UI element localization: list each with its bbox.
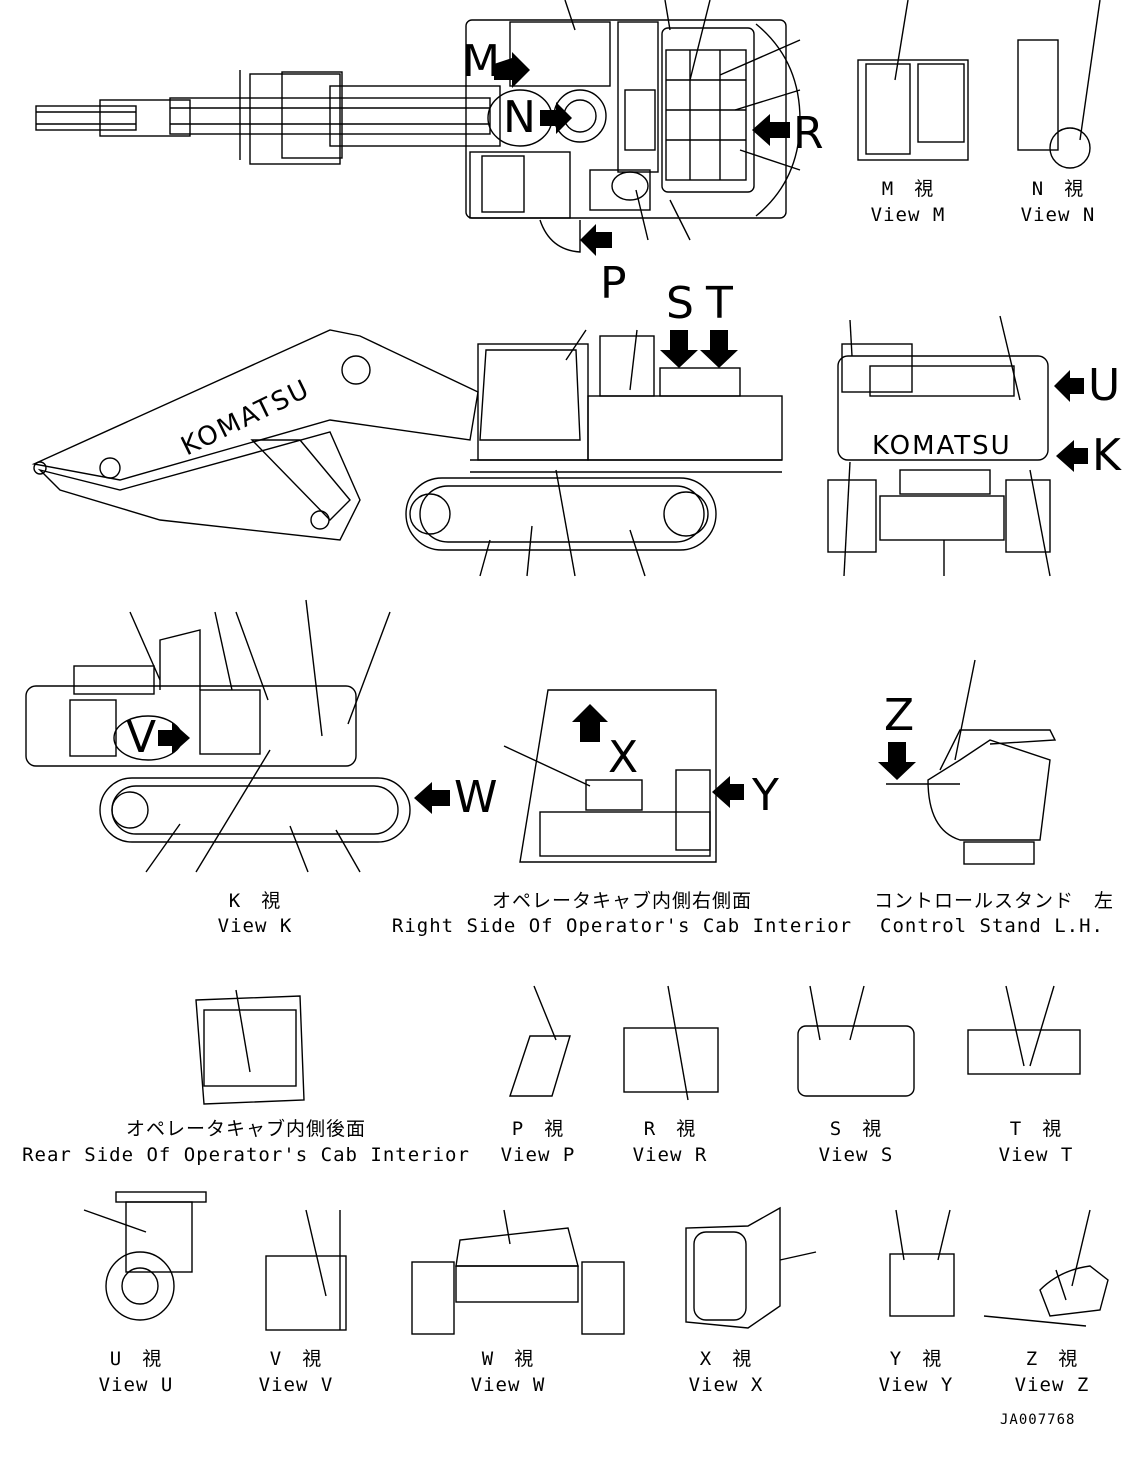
view-n-drawing [1017, 0, 1101, 169]
caption-view-n-jp: N 視 [1031, 178, 1085, 200]
rear-view [827, 315, 1051, 577]
view-letter-z: Z [884, 690, 915, 741]
caption-view-x-en: View X [688, 1374, 764, 1396]
caption-view-v-en: View V [258, 1374, 334, 1396]
caption-view-u-jp: U 視 [109, 1348, 163, 1370]
control-stand-drawing [886, 659, 1057, 865]
view-arrows-rear [1054, 370, 1088, 472]
drawing-code: JA007768 [1000, 1412, 1076, 1428]
view-arrows-top [494, 52, 790, 256]
n-label-bubble [487, 89, 553, 147]
view-r-drawing [623, 985, 719, 1101]
view-letter-w: W [454, 772, 498, 823]
view-letter-u: U [1088, 360, 1121, 411]
caption-view-u-en: View U [98, 1374, 174, 1396]
view-letter-t: T [706, 278, 733, 329]
view-letter-p: P [600, 258, 627, 309]
caption-view-x-jp: X 視 [699, 1348, 753, 1370]
view-letter-n: N [503, 92, 536, 143]
view-p-drawing [509, 985, 571, 1097]
caption-view-m-en: View M [870, 204, 946, 226]
caption-view-r-en: View R [632, 1144, 708, 1166]
caption-view-r-jp: R 視 [643, 1118, 697, 1140]
view-k-drawing [25, 599, 411, 873]
view-w-drawing [411, 1209, 625, 1335]
view-s-drawing [797, 985, 915, 1097]
view-arrows-k [158, 722, 450, 814]
caption-view-t-jp: T 視 [1009, 1118, 1063, 1140]
caption-cab-rear-jp: オペレータキャブ内側後面 [125, 1118, 366, 1140]
caption-view-v-jp: V 視 [269, 1348, 323, 1370]
caption-view-k-en: View K [217, 915, 293, 937]
caption-control-stand-jp: コントロールスタンド 左 [874, 890, 1115, 912]
view-y-drawing [889, 1209, 955, 1317]
brand-text-counterweight: KOMATSU [872, 431, 1012, 461]
caption-view-y-en: View Y [878, 1374, 954, 1396]
caption-cab-rear-en: Rear Side Of Operator's Cab Interior [22, 1144, 470, 1166]
view-letter-m: M [462, 36, 500, 87]
caption-view-m-jp: M 視 [881, 178, 935, 200]
caption-view-z-en: View Z [1014, 1374, 1090, 1396]
cab-interior-right-drawing [503, 689, 717, 863]
side-elevation-view [31, 329, 783, 551]
view-arrows-cab [572, 704, 744, 808]
caption-view-z-jp: Z 視 [1025, 1348, 1079, 1370]
view-t-drawing [967, 985, 1081, 1075]
view-letter-y: Y [752, 770, 779, 821]
caption-view-w-jp: W 視 [481, 1348, 535, 1370]
view-arrows-side [660, 330, 738, 368]
view-letter-v: V [126, 712, 157, 763]
view-x-drawing [685, 1206, 817, 1329]
caption-view-s-en: View S [818, 1144, 894, 1166]
caption-view-w-en: View W [470, 1374, 546, 1396]
caption-view-s-jp: S 視 [829, 1118, 883, 1140]
caption-view-k-jp: K 視 [228, 890, 282, 912]
caption-view-n-en: View N [1020, 204, 1096, 226]
cab-rear-drawing [195, 989, 305, 1105]
caption-cab-right-jp: オペレータキャブ内側右側面 [491, 890, 752, 912]
view-z-drawing [983, 1209, 1109, 1327]
side-leaders [479, 329, 646, 577]
top-plan-view [35, 0, 801, 253]
caption-view-t-en: View T [998, 1144, 1074, 1166]
view-arrows-stand [878, 742, 916, 780]
view-letter-k: K [1092, 430, 1121, 481]
view-v-drawing [265, 1209, 347, 1331]
view-letter-s: S [666, 278, 694, 329]
view-u-drawing [83, 1191, 207, 1321]
caption-view-p-jp: P 視 [511, 1118, 565, 1140]
caption-control-stand-en: Control Stand L.H. [880, 915, 1104, 937]
view-letter-x: X [608, 732, 639, 783]
view-m-drawing [857, 0, 969, 161]
caption-cab-right-en: Right Side Of Operator's Cab Interior [391, 915, 853, 937]
view-letter-r: R [793, 108, 824, 159]
caption-view-p-en: View P [500, 1144, 576, 1166]
caption-view-y-jp: Y 視 [889, 1348, 943, 1370]
